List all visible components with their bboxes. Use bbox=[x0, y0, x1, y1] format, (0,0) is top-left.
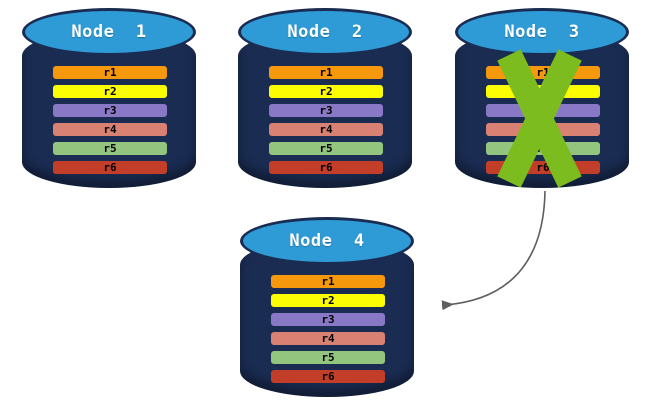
node-4: Node 4 r1 r2 r3 r4 r5 r6 bbox=[240, 217, 414, 397]
replica-bar-r3: r3 bbox=[53, 104, 167, 117]
replica-bar-r6: r6 bbox=[53, 161, 167, 174]
replica-bar-r1: r1 bbox=[271, 275, 385, 288]
node-3: Node 3 r1 r2 r3 r4 r5 r6 bbox=[455, 8, 629, 188]
node-1: Node 1 r1 r2 r3 r4 r5 r6 bbox=[22, 8, 196, 188]
replica-bar-r2: r2 bbox=[269, 85, 383, 98]
cylinder-top: Node 3 bbox=[455, 8, 629, 56]
replica-stack: r1 r2 r3 r4 r5 r6 bbox=[53, 66, 167, 180]
replica-bar-r4: r4 bbox=[269, 123, 383, 136]
node-2: Node 2 r1 r2 r3 r4 r5 r6 bbox=[238, 8, 412, 188]
replica-bar-r3: r3 bbox=[269, 104, 383, 117]
failure-x-icon bbox=[497, 49, 582, 188]
cylinder-top: Node 2 bbox=[238, 8, 412, 56]
replica-bar-r2: r2 bbox=[271, 294, 385, 307]
replica-bar-r5: r5 bbox=[271, 351, 385, 364]
replica-bar-r6: r6 bbox=[271, 370, 385, 383]
cylinder-top: Node 4 bbox=[240, 217, 414, 265]
replica-stack: r1 r2 r3 r4 r5 r6 bbox=[269, 66, 383, 180]
node-label: Node 2 bbox=[287, 22, 363, 42]
node-label: Node 4 bbox=[289, 231, 365, 251]
replica-bar-r2: r2 bbox=[53, 85, 167, 98]
replica-stack: r1 r2 r3 r4 r5 r6 bbox=[271, 275, 385, 389]
replica-bar-r5: r5 bbox=[53, 142, 167, 155]
node-label: Node 1 bbox=[71, 22, 147, 42]
replica-bar-r4: r4 bbox=[53, 123, 167, 136]
replica-bar-r4: r4 bbox=[271, 332, 385, 345]
node-label: Node 3 bbox=[504, 22, 580, 42]
cylinder-top: Node 1 bbox=[22, 8, 196, 56]
replica-bar-r1: r1 bbox=[269, 66, 383, 79]
replica-bar-r3: r3 bbox=[271, 313, 385, 326]
replica-bar-r1: r1 bbox=[53, 66, 167, 79]
replica-bar-r6: r6 bbox=[269, 161, 383, 174]
replica-bar-r5: r5 bbox=[269, 142, 383, 155]
